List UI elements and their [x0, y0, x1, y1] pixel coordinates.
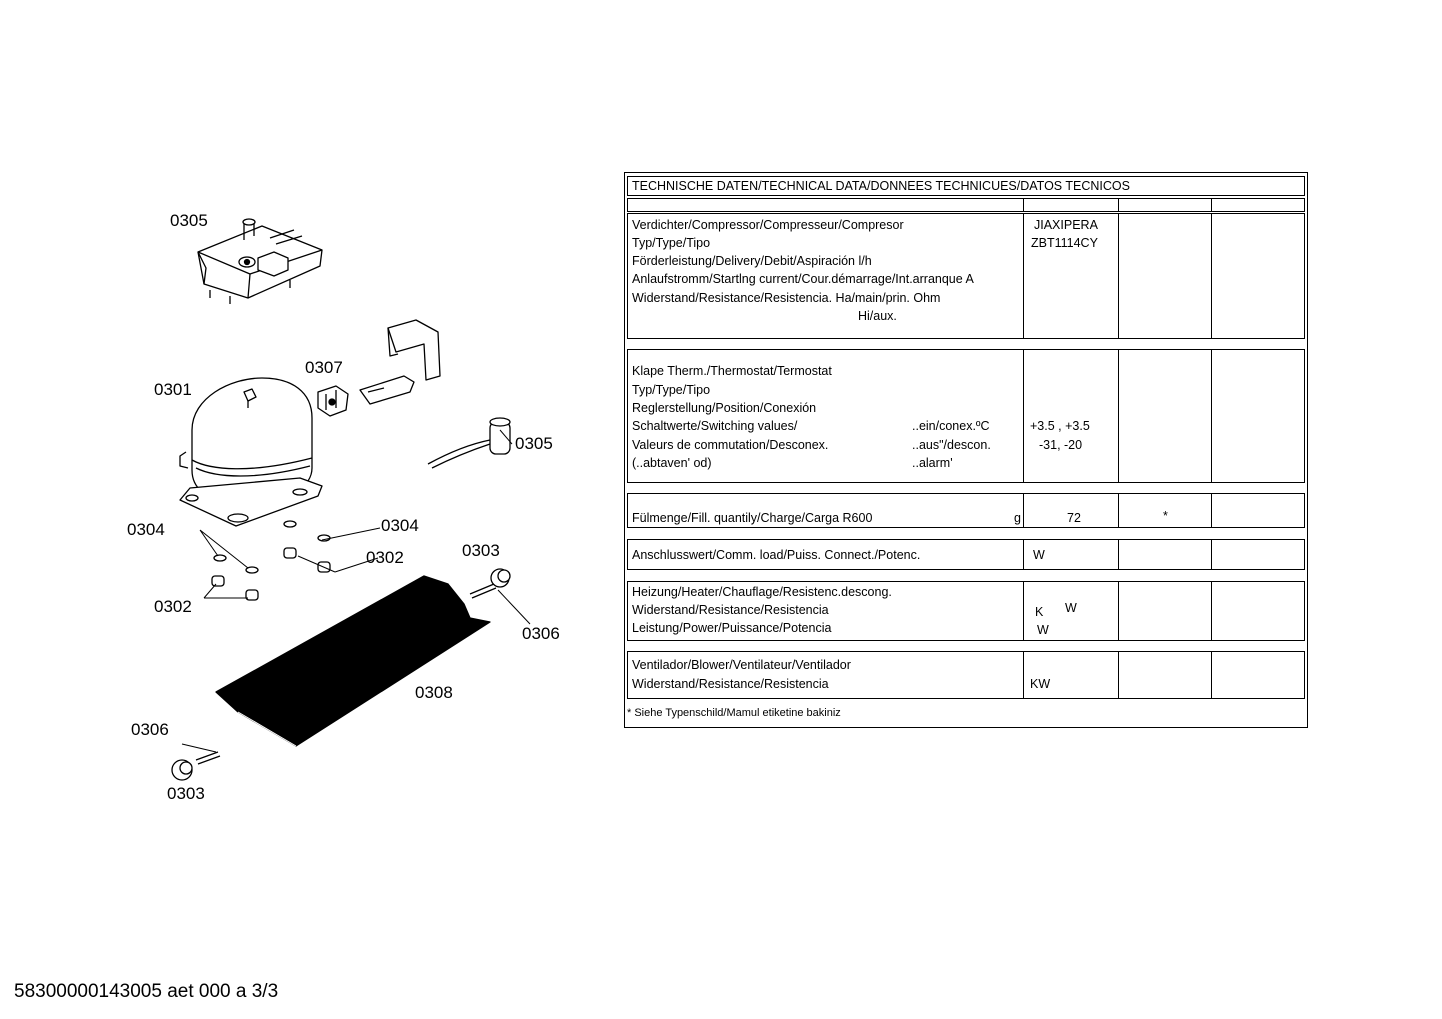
heater-unit: W [1065, 601, 1077, 615]
fill-quantity-unit: g [1014, 511, 1021, 525]
washer-parts [213, 520, 331, 574]
thermostat-section: Klape Therm./Thermostat/Termostat Typ/Ty… [627, 349, 1305, 483]
thermostat-line: Reglerstellung/Position/Conexión [632, 401, 817, 415]
callout-label: 0304 [381, 516, 419, 535]
fill-quantity-section: Fülmenge/Fill. quantily/Charge/Carga R60… [627, 493, 1305, 528]
callout-label: 0303 [462, 541, 500, 560]
compressor-section: Verdichter/Compressor/Compresseur/Compre… [627, 213, 1305, 339]
callout-label: 0305 [170, 211, 208, 230]
header-spacer-row [627, 198, 1305, 212]
thermostat-switch-label: ..alarm' [912, 456, 953, 470]
callout-label: 0303 [167, 784, 205, 803]
fill-quantity-value: 72 [1067, 511, 1081, 525]
leader-lines [181, 429, 531, 753]
document-code: 58300000143005 aet 000 a 3/3 [14, 981, 279, 1002]
compressor-line: Verdichter/Compressor/Compresseur/Compre… [632, 218, 904, 232]
thermostat-value: -31, -20 [1039, 438, 1083, 452]
relay-box-part [197, 218, 323, 304]
callout-label: 0305 [515, 434, 553, 453]
blower-section: Ventilador/Blower/Ventilateur/Ventilador… [627, 651, 1305, 699]
thermostat-line: Schaltwerte/Switching values/ [632, 419, 798, 433]
callout-label: 0308 [415, 683, 453, 702]
thermostat-line: (..abtaven' od) [632, 456, 712, 470]
compressor-line: Widerstand/Resistance/Resistencia. Ha/ma… [632, 291, 941, 305]
compressor-model: ZBT1114CY [1031, 236, 1098, 250]
compressor-line: Typ/Type/Tipo [632, 236, 711, 250]
callout-label: 0301 [154, 380, 192, 399]
blower-line: Widerstand/Resistance/Resistencia [632, 677, 829, 691]
thermostat-switch-label: ..aus"/descon. [912, 438, 991, 452]
thermostat-part [317, 319, 441, 417]
technical-data-table: TECHNISCHE DATEN/TECHNICAL DATA/DONNEES … [624, 172, 1308, 728]
fill-quantity-note: * [1163, 509, 1168, 523]
heater-line: Leistung/Power/Puissance/Potencia [632, 621, 832, 635]
capacitor-part [427, 417, 511, 469]
blower-unit: KW [1030, 677, 1051, 691]
callout-label: 0304 [127, 520, 165, 539]
fastener-parts [171, 568, 511, 781]
connected-load-section: Anschlusswert/Comm. load/Puiss. Connect.… [627, 539, 1305, 570]
blower-line: Ventilador/Blower/Ventilateur/Ventilador [632, 658, 851, 672]
thermostat-line: Klape Therm./Thermostat/Termostat [632, 364, 832, 378]
thermostat-value: +3.5 , +3.5 [1030, 419, 1090, 433]
grommet-parts [211, 547, 331, 601]
connected-load-unit: W [1033, 548, 1045, 562]
thermostat-line: Typ/Type/Tipo [632, 383, 711, 397]
compressor-aux: Hi/aux. [858, 309, 897, 323]
heater-line: Widerstand/Resistance/Resistencia [632, 603, 829, 617]
callout-label: 0302 [154, 597, 192, 616]
heater-unit: K [1035, 605, 1044, 619]
callout-label: 0302 [366, 548, 404, 567]
compressor-brand: JIAXIPERA [1034, 218, 1098, 232]
connected-load-label: Anschlusswert/Comm. load/Puiss. Connect.… [632, 548, 921, 562]
table-footnote: * Siehe Typenschild/Mamul etiketine baki… [627, 707, 841, 719]
callout-label: 0306 [522, 624, 560, 643]
base-plate-part [215, 575, 491, 747]
thermostat-line: Valeurs de commutation/Desconex. [632, 438, 829, 452]
exploded-parts-diagram [171, 218, 531, 781]
compressor-line: Anlaufstromm/Startlng current/Cour.démar… [632, 272, 974, 286]
callout-label: 0306 [131, 720, 169, 739]
compressor-line: Förderleistung/Delivery/Debit/Aspiración… [632, 254, 872, 268]
thermostat-switch-label: ..ein/conex.ºC [912, 419, 990, 433]
heater-line: Heizung/Heater/Chauflage/Resistenc.desco… [632, 585, 892, 599]
heater-section: Heizung/Heater/Chauflage/Resistenc.desco… [627, 581, 1305, 641]
table-title: TECHNISCHE DATEN/TECHNICAL DATA/DONNEES … [632, 179, 1130, 193]
compressor-part [179, 377, 323, 527]
heater-unit: W [1037, 623, 1049, 637]
fill-quantity-label: Fülmenge/Fill. quantily/Charge/Carga R60… [632, 511, 873, 525]
callout-label: 0307 [305, 358, 343, 377]
table-title-row: TECHNISCHE DATEN/TECHNICAL DATA/DONNEES … [627, 176, 1305, 196]
